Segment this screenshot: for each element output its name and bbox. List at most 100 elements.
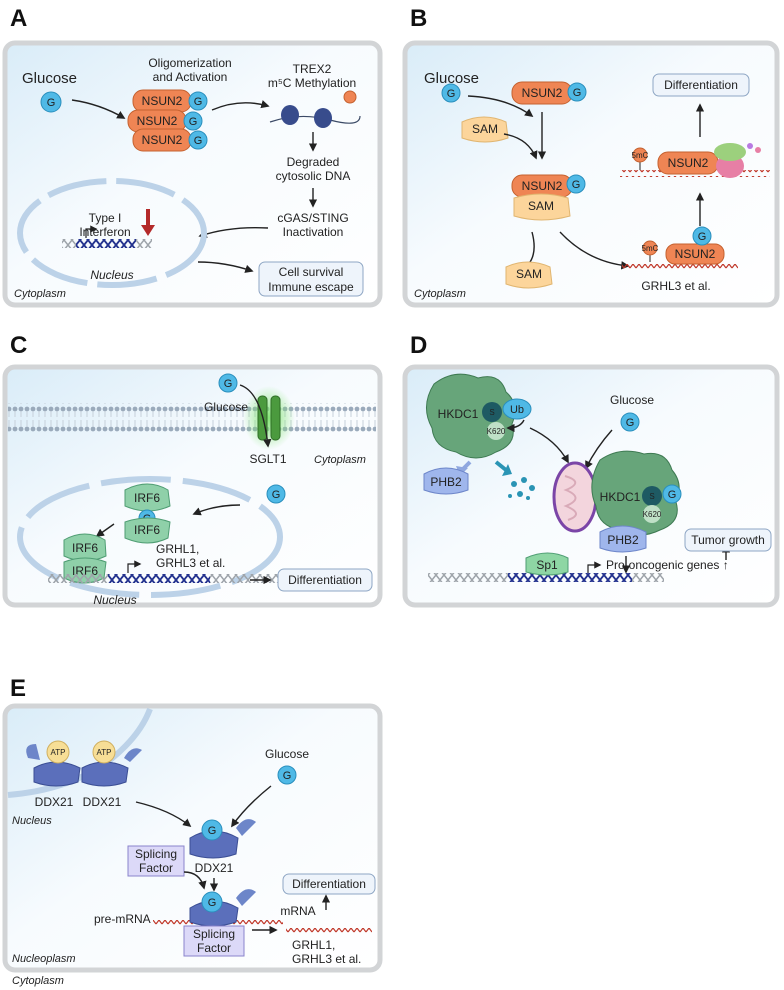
c-sglt1-label: SGLT1 [249, 452, 286, 466]
svg-text:G: G [194, 135, 203, 147]
d-phb2-free: PHB2 [423, 467, 469, 495]
e-arrow-ddx21 [135, 801, 192, 828]
d-arrow-glucose [585, 429, 613, 470]
b-cytoplasm-label: Cytoplasm [414, 288, 466, 300]
d-tumor-box [684, 528, 772, 552]
c-promoter-arrow [127, 560, 142, 573]
d-arrow-ub [506, 419, 525, 433]
svg-text:IRF6: IRF6 [134, 523, 160, 537]
svg-text:S: S [489, 408, 494, 417]
svg-text:G: G [447, 88, 456, 100]
a-methylation-label: m⁵C Methylation [268, 76, 356, 90]
d-glucose-icon: G [620, 412, 640, 432]
e-genes-line1: GRHL1, [292, 938, 335, 952]
c-arrow-to-dna [95, 523, 115, 537]
svg-text:PHB2: PHB2 [430, 475, 462, 489]
e-ddx21-atp-2: ATP [81, 740, 142, 787]
c-differentiation-label: Differentiation [288, 573, 362, 587]
e-premrna-label: pre-mRNA [94, 912, 151, 926]
svg-text:Ub: Ub [510, 404, 524, 416]
a-degraded-line1: Degraded [287, 155, 340, 169]
c-sglt1-transporter [243, 386, 295, 450]
a-dna-gene [76, 239, 136, 248]
e-nucleus-label: Nucleus [12, 815, 52, 827]
e-glucose-label: Glucose [265, 747, 309, 761]
a-degraded-line2: cytosolic DNA [276, 169, 351, 183]
a-nucleus-label: Nucleus [90, 268, 133, 282]
a-cgas-line2: Inactivation [283, 225, 344, 239]
d-phb2-bound: PHB2 [599, 525, 647, 553]
a-survival-line2: Immune escape [268, 280, 354, 294]
svg-text:S: S [649, 492, 654, 501]
svg-text:NSUN2: NSUN2 [675, 247, 716, 261]
svg-text:IRF6: IRF6 [134, 491, 160, 505]
d-hkdc1-ubiquitinated: HKDC1 S K620 Ub [426, 373, 532, 459]
e-cytoplasm-label: Cytoplasm [12, 975, 64, 987]
svg-text:NSUN2: NSUN2 [522, 86, 563, 100]
e-splicing-line2-b: Factor [197, 941, 231, 955]
d-glucose-label: Glucose [610, 393, 654, 407]
panel-b-label: B [410, 5, 427, 32]
svg-text:5mC: 5mC [632, 151, 649, 160]
svg-text:IRF6: IRF6 [72, 541, 98, 555]
d-dna-gene [508, 573, 632, 582]
svg-text:NSUN2: NSUN2 [522, 179, 563, 193]
b-glucose-label: Glucose [424, 70, 479, 87]
svg-text:G: G [224, 378, 233, 390]
b-nsun2-sam-complex: NSUN2 G SAM [511, 174, 586, 221]
svg-text:Sp1: Sp1 [536, 558, 558, 572]
svg-text:K620: K620 [643, 510, 662, 519]
e-splicing-line2-a: Factor [139, 861, 173, 875]
a-cgas-line1: cGAS/STING [277, 211, 348, 225]
svg-text:5mC: 5mC [642, 244, 659, 253]
e-ddx21-g: G [189, 819, 256, 859]
panel-d-label: D [410, 332, 427, 359]
a-cytoplasm-label: Cytoplasm [14, 288, 66, 300]
panel-b: B Glucose G NSUN2 G SAM NSUN2 G SAM [402, 5, 780, 308]
a-arrow-survival [197, 261, 254, 273]
c-arrow-transport [239, 384, 272, 448]
a-survival-line1: Cell survival [279, 265, 344, 279]
svg-text:G: G [194, 96, 203, 108]
svg-text:ATP: ATP [51, 748, 66, 757]
svg-text:G: G [272, 489, 281, 501]
e-splicing-line1-b: Splicing [193, 927, 235, 941]
d-promoter-arrow [587, 561, 602, 573]
svg-text:G: G [573, 87, 582, 99]
b-arrow-sam [503, 133, 538, 160]
panel-a: A Glucose G Oligomerization and Activati… [2, 5, 383, 308]
c-nucleus-envelope [17, 476, 283, 598]
b-arrow-to-rna [559, 231, 630, 270]
b-arrow-glucose [467, 95, 534, 118]
svg-text:G: G [572, 179, 581, 191]
c-dna-gene [108, 574, 210, 583]
a-survival-box [258, 261, 364, 297]
e-mrna-strand [286, 926, 372, 933]
svg-text:NSUN2: NSUN2 [142, 94, 183, 108]
e-splicing-box-2 [183, 925, 245, 957]
svg-text:G: G [668, 489, 677, 501]
d-tumor-label: Tumor growth [691, 533, 765, 547]
c-cytoplasm-label: Cytoplasm [314, 454, 366, 466]
panel-a-label: A [10, 5, 27, 32]
svg-text:K620: K620 [487, 427, 506, 436]
a-glucose-label: Glucose [22, 70, 77, 87]
a-promoter-arrow [85, 225, 98, 238]
a-decrease-arrow-head [141, 225, 155, 236]
c-glucose-icon-top: G [218, 373, 238, 393]
b-nsun2-ribosome: 5mC NSUN2 [620, 143, 770, 178]
c-nucleus-label: Nucleus [93, 593, 136, 607]
a-oligo-line2: and Activation [153, 70, 228, 84]
panel-e-label: E [10, 675, 26, 702]
c-arrow-glucose-irf6 [192, 504, 241, 516]
panel-c-label: C [10, 332, 27, 359]
svg-text:ATP: ATP [97, 748, 112, 757]
svg-text:G: G [208, 825, 217, 837]
e-differentiation-box [282, 873, 376, 895]
svg-text:G: G [626, 417, 635, 429]
svg-text:NSUN2: NSUN2 [137, 114, 178, 128]
svg-text:SAM: SAM [472, 122, 498, 136]
c-differentiation-box [277, 568, 373, 592]
svg-text:SAM: SAM [528, 199, 554, 213]
